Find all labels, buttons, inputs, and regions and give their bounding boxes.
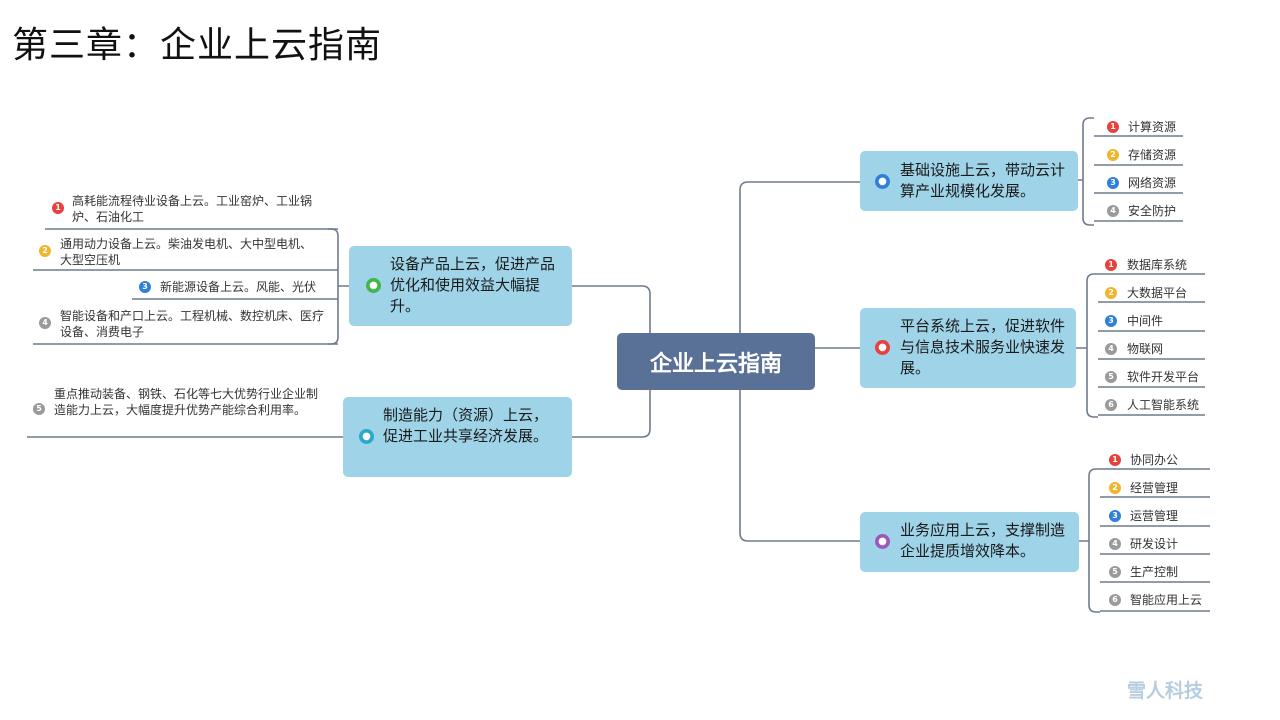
page-title: 第三章：企业上云指南 [12,25,383,66]
leaf-equipment-1[interactable]: 高耗能流程待业设备上云。工业窑炉、工业锅炉、石油化工 [72,194,313,224]
number-4-icon: 4 [1107,205,1119,217]
number-1-icon: 1 [52,202,64,214]
underline-business [1100,468,1210,612]
user-icon: ● [875,340,890,355]
leaf-platform-2[interactable]: 大数据平台 [1127,286,1188,300]
leaf-business-1[interactable]: 协同办公 [1130,453,1179,467]
number-3-icon: 3 [1109,510,1121,522]
node-manufacturing[interactable]: ● 制造能力（资源）上云，促进工业共享经济发展。 [343,397,572,477]
leaf-business-6[interactable]: 智能应用上云 [1130,593,1203,607]
leaf-infra-4[interactable]: 安全防护 [1128,204,1177,218]
leaf-platform-6[interactable]: 人工智能系统 [1127,398,1200,412]
node-platform[interactable]: ● 平台系统上云，促进软件与信息技术服务业快速发展。 [860,308,1076,388]
leaf-equipment-2[interactable]: 通用动力设备上云。柴油发电机、大中型电机、大型空压机 [60,237,313,267]
underline-platform [1098,273,1205,416]
leaf-equipment-4[interactable]: 智能设备和产口上云。工程机械、数控机床、医疗设备、消费电子 [60,309,325,339]
user-icon: ● [359,429,374,444]
number-3-icon: 3 [1107,177,1119,189]
user-icon: ● [366,278,381,293]
user-icon: ● [875,534,890,549]
leaf-business-5[interactable]: 生产控制 [1130,565,1179,579]
number-4-icon: 4 [1105,343,1117,355]
center-node[interactable]: 企业上云指南 [617,333,815,390]
number-2-icon: 2 [1105,287,1117,299]
leaf-platform-4[interactable]: 物联网 [1127,342,1164,356]
node-equipment[interactable]: ● 设备产品上云，促进产品优化和使用效益大幅提升。 [349,246,572,326]
number-1-icon: 1 [1109,454,1121,466]
node-platform-text: 平台系统上云，促进软件与信息技术服务业快速发展。 [900,317,1066,377]
node-infrastructure[interactable]: ● 基础设施上云，带动云计算产业规模化发展。 [860,151,1078,211]
node-business-text: 业务应用上云，支撑制造企业提质增效降本。 [900,521,1066,560]
leaf-manufacturing-1[interactable]: 重点推动装备、钢铁、石化等七大优势行业企业制造能力上云，大幅度提升优势产能综合利… [54,387,319,417]
node-manufacturing-text: 制造能力（资源）上云，促进工业共享经济发展。 [383,406,549,445]
user-icon: ● [875,174,890,189]
number-2-icon: 2 [1107,149,1119,161]
number-5-icon: 5 [1109,566,1121,578]
leaf-business-4[interactable]: 研发设计 [1130,537,1179,551]
leaf-platform-1[interactable]: 数据库系统 [1127,258,1188,272]
number-5-icon: 5 [1105,371,1117,383]
node-equipment-text: 设备产品上云，促进产品优化和使用效益大幅提升。 [390,255,556,315]
number-2-icon: 2 [1109,482,1121,494]
number-6-icon: 6 [1109,594,1121,606]
number-3-icon: 3 [139,281,151,293]
connector-center-business [739,361,860,542]
leaf-platform-5[interactable]: 软件开发平台 [1127,370,1200,384]
leaf-infra-1[interactable]: 计算资源 [1128,120,1177,134]
underline-equipment [33,228,338,345]
number-1-icon: 1 [1105,259,1117,271]
leaf-equipment-3[interactable]: 新能源设备上云。风能、光伏 [160,280,317,294]
number-1-icon: 1 [1107,121,1119,133]
bracket-platform [1076,273,1098,418]
brand-logo-text: 雪人科技 [1127,680,1204,702]
leaf-business-2[interactable]: 经营管理 [1130,481,1179,495]
number-4-icon: 4 [39,317,51,329]
bracket-infra [1078,117,1094,226]
connector-center-infra [739,181,860,362]
connector-center-manufacturing [572,361,651,438]
number-5-icon: 5 [33,403,45,415]
leaf-business-3[interactable]: 运营管理 [1130,509,1179,523]
leaf-infra-2[interactable]: 存储资源 [1128,148,1177,162]
number-6-icon: 6 [1105,399,1117,411]
underline-infra [1094,135,1183,222]
connector-center-equipment [572,285,651,362]
bracket-business [1079,468,1100,613]
leaf-infra-3[interactable]: 网络资源 [1128,176,1177,190]
number-3-icon: 3 [1105,315,1117,327]
leaf-platform-3[interactable]: 中间件 [1127,314,1164,328]
number-4-icon: 4 [1109,538,1121,550]
node-business[interactable]: ● 业务应用上云，支撑制造企业提质增效降本。 [860,512,1079,572]
node-infrastructure-text: 基础设施上云，带动云计算产业规模化发展。 [900,161,1066,200]
number-2-icon: 2 [39,245,51,257]
